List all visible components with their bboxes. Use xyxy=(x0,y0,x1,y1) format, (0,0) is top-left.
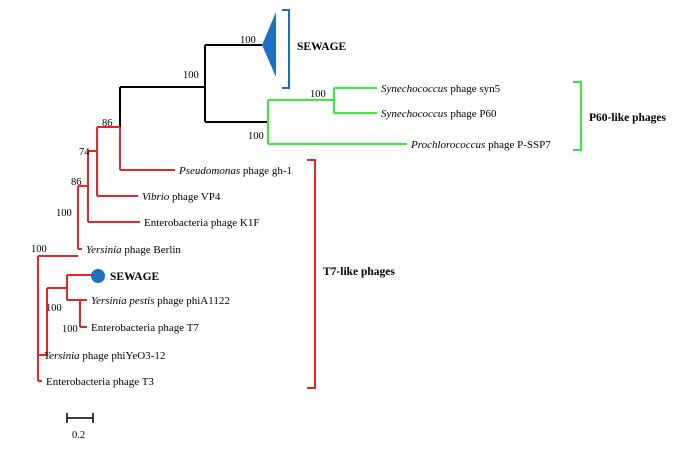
bootstrap-syn: 100 xyxy=(310,89,326,100)
bootstrap-sewage-root: 100 xyxy=(183,70,199,81)
t7-branches xyxy=(37,126,175,382)
collapsed-sewage-clade xyxy=(262,12,276,77)
scale-bar-label: 0.2 xyxy=(72,430,85,441)
taxon-t3: Enterobacteria phage T3 xyxy=(46,376,154,388)
taxon-vp4: Vibrio phage VP4 xyxy=(142,191,221,203)
taxon-berlin: Yersinia phage Berlin xyxy=(86,244,181,256)
taxon-syn5: Synechococcus phage syn5 xyxy=(381,83,501,95)
p60-branches xyxy=(267,87,407,145)
backbone-branches xyxy=(119,44,268,170)
bootstrap-t7-root: 86 xyxy=(102,118,113,129)
bootstrap-100c: 100 xyxy=(46,303,62,314)
bootstrap-86b: 86 xyxy=(71,177,82,188)
p60-bracket xyxy=(573,81,582,151)
taxon-gh1: Pseudomonas phage gh-1 xyxy=(178,165,292,177)
taxon-phiA1122: Yersinia pestis phage phiA1122 xyxy=(91,295,230,307)
taxon-p60: Synechococcus phage P60 xyxy=(381,108,497,120)
sewage-bracket xyxy=(282,9,290,89)
bootstrap-sewage-collapsed: 100 xyxy=(240,35,256,46)
bootstrap-100d: 100 xyxy=(62,324,78,335)
sewage-leaf-marker xyxy=(91,269,105,283)
bootstrap-p60-root: 100 xyxy=(248,131,264,142)
taxon-pssp7: Prochlorococcus phage P-SSP7 xyxy=(410,139,551,151)
t7-bracket xyxy=(307,159,316,389)
taxon-sewage-leaf: SEWAGE xyxy=(110,271,160,283)
bootstrap-74: 74 xyxy=(79,147,90,158)
scale-bar xyxy=(66,413,94,423)
taxon-k1f: Enterobacteria phage K1F xyxy=(144,217,259,229)
group-label-p60: P60-like phages xyxy=(589,112,667,124)
group-label-sewage: SEWAGE xyxy=(297,41,347,53)
taxon-phiYeO3: Yersinia phage phiYeO3-12 xyxy=(44,350,165,362)
bootstrap-100b: 100 xyxy=(31,244,47,255)
group-label-t7: T7-like phages xyxy=(323,266,395,278)
taxon-t7: Enterobacteria phage T7 xyxy=(91,322,199,334)
bootstrap-100a: 100 xyxy=(56,208,72,219)
